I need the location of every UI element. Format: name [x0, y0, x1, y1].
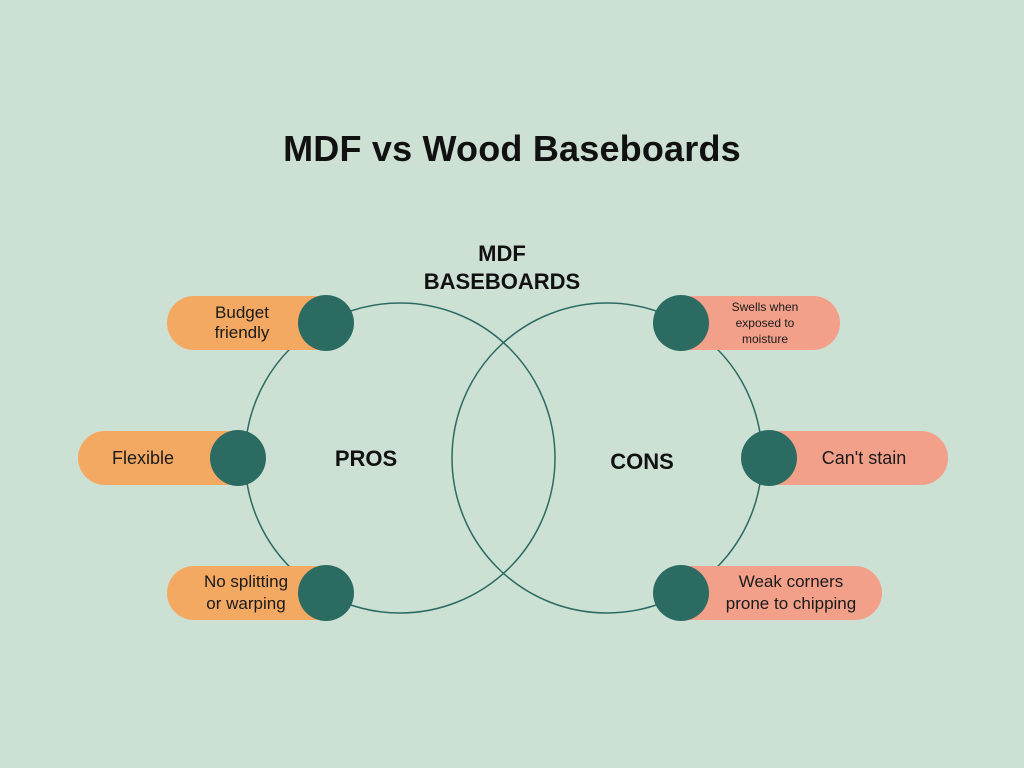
pros-label: PROS: [334, 446, 398, 471]
pro-dot-2: [210, 430, 266, 486]
diagram-title: MDF vs Wood Baseboards: [283, 128, 741, 169]
center-label: MDF BASEBOARDS: [423, 241, 581, 294]
con-item-label: Can't stain: [821, 447, 907, 468]
con-dot-1: [653, 295, 709, 351]
con-dot-3: [653, 565, 709, 621]
pro-item-label: No splitting or warping: [203, 572, 289, 613]
pro-dot-1: [298, 295, 354, 351]
con-item-label: Weak corners prone to chipping: [725, 572, 857, 613]
pro-dot-3: [298, 565, 354, 621]
con-dot-2: [741, 430, 797, 486]
pro-item-label: Flexible: [111, 447, 175, 468]
con-item-label: Swells when exposed to moisture: [731, 300, 799, 346]
pro-item-label: Budget friendly: [214, 303, 270, 342]
cons-label: CONS: [610, 449, 674, 474]
